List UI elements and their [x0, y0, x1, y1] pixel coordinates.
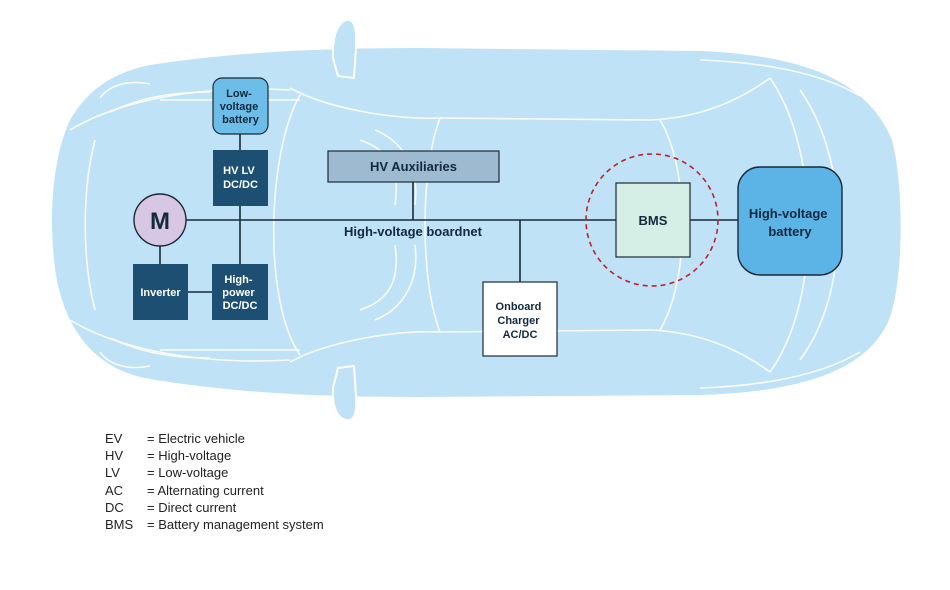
hv-battery-line-1: High-voltage — [749, 206, 828, 221]
legend-definition: = High-voltage — [147, 448, 232, 464]
svg-text:Low- voltage batte: Low- voltage battery — [220, 88, 262, 126]
onboard-charger: Onboard Charger AC/DC — [482, 281, 558, 357]
legend-abbr: EV — [105, 431, 123, 446]
high-power-dcdc: High- power DC/DC — [212, 264, 268, 320]
lv-battery-line-1: Low- — [226, 88, 252, 100]
hvlv-dcdc: HV LV DC/DC — [213, 150, 268, 206]
legend-row-hv: HV = High-voltage — [105, 447, 324, 464]
motor: M — [133, 193, 187, 247]
svg-text:Onboard Charger AC: Onboard Charger AC/DC — [496, 301, 545, 341]
hvlv-dcdc-line-1: HV LV — [223, 165, 255, 177]
legend-definition: = Direct current — [147, 499, 237, 515]
legend-row-lv: LV = Low-voltage — [105, 464, 324, 481]
inverter-label: Inverter — [140, 287, 181, 299]
abbreviation-legend: EV = Electric vehicle HV = High-voltage … — [105, 430, 324, 533]
legend-definition: = Electric vehicle — [147, 431, 245, 446]
svg-text:High- power DC/DC: High- power DC/DC — [222, 274, 257, 312]
lv-battery-line-3: battery — [222, 114, 260, 126]
legend-abbr: DC — [105, 499, 124, 515]
legend-row-ev: EV = Electric vehicle — [105, 430, 324, 447]
inverter: Inverter — [133, 264, 188, 320]
hp-dcdc-line-1: High- — [224, 274, 252, 286]
legend-abbr: LV — [105, 465, 120, 481]
lv-battery-line-2: voltage — [220, 101, 259, 113]
charger-line-3: AC/DC — [503, 329, 538, 341]
legend-definition: = Low-voltage — [147, 465, 229, 481]
charger-line-2: Charger — [497, 315, 540, 327]
hp-dcdc-line-3: DC/DC — [223, 300, 258, 312]
bms-label: BMS — [639, 213, 668, 228]
mirror-top — [331, 18, 358, 80]
hv-auxiliaries: HV Auxiliaries — [327, 150, 500, 183]
svg-text:High-voltage battery: High-voltage battery — [749, 206, 831, 239]
motor-label: M — [150, 208, 170, 235]
hp-dcdc-line-2: power — [222, 287, 255, 299]
svg-text:HV LV DC/DC: HV LV DC/DC — [223, 165, 258, 191]
legend-definition: = Alternating current — [147, 482, 264, 498]
legend-row-ac: AC = Alternating current — [105, 482, 324, 499]
charger-line-1: Onboard — [496, 301, 542, 313]
mirror-bottom — [331, 364, 358, 422]
legend-definition: = Battery management system — [147, 516, 324, 532]
low-voltage-battery: Low- voltage battery — [212, 77, 269, 135]
bms: BMS — [615, 182, 691, 258]
hv-aux-label: HV Auxiliaries — [370, 159, 457, 174]
hvlv-dcdc-line-2: DC/DC — [223, 179, 258, 191]
legend-row-bms: BMS = Battery management system — [105, 516, 324, 533]
legend-row-dc: DC = Direct current — [105, 499, 324, 516]
legend-abbr: AC — [105, 482, 124, 498]
boardnet-label: High-voltage boardnet — [344, 224, 483, 239]
high-voltage-battery: High-voltage battery — [737, 166, 843, 276]
legend-abbr: HV — [105, 448, 124, 464]
bms-highlight-circle — [585, 153, 719, 287]
legend-abbr: BMS — [105, 516, 134, 532]
hv-battery-line-2: battery — [768, 224, 812, 239]
